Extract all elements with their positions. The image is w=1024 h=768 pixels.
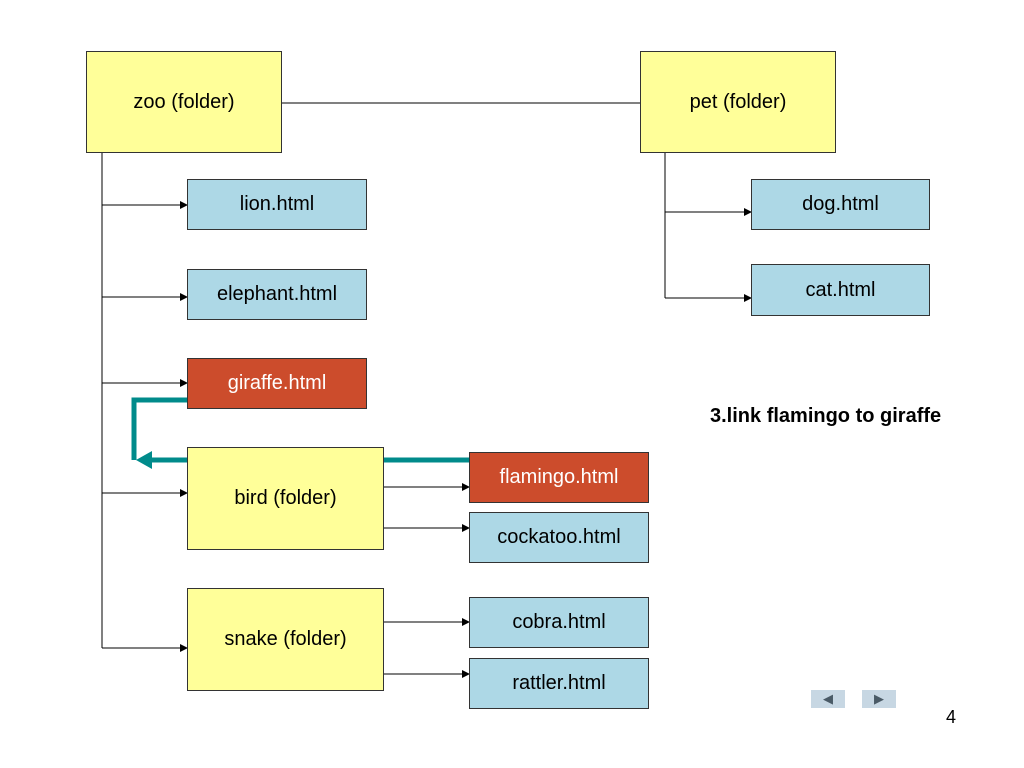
bird-folder-box: bird (folder) xyxy=(187,447,384,550)
step-caption: 3.link flamingo to giraffe xyxy=(710,405,942,427)
rattler-file-box: rattler.html xyxy=(469,658,649,709)
snake-folder-box: snake (folder) xyxy=(187,588,384,691)
cat-file-box: cat.html xyxy=(751,264,930,316)
zoo-folder-box: zoo (folder) xyxy=(86,51,282,153)
flamingo-file-box: flamingo.html xyxy=(469,452,649,503)
dog-file-box: dog.html xyxy=(751,179,930,230)
pet-folder-box: pet (folder) xyxy=(640,51,836,153)
previous-slide-button[interactable]: ◀ xyxy=(811,690,845,708)
cobra-file-box: cobra.html xyxy=(469,597,649,648)
next-arrow-icon: ▶ xyxy=(874,691,884,707)
previous-arrow-icon: ◀ xyxy=(823,691,833,707)
next-slide-button[interactable]: ▶ xyxy=(862,690,896,708)
elephant-file-box: elephant.html xyxy=(187,269,367,320)
cockatoo-file-box: cockatoo.html xyxy=(469,512,649,563)
page-number: 4 xyxy=(946,707,957,727)
lion-file-box: lion.html xyxy=(187,179,367,230)
giraffe-file-box: giraffe.html xyxy=(187,358,367,409)
